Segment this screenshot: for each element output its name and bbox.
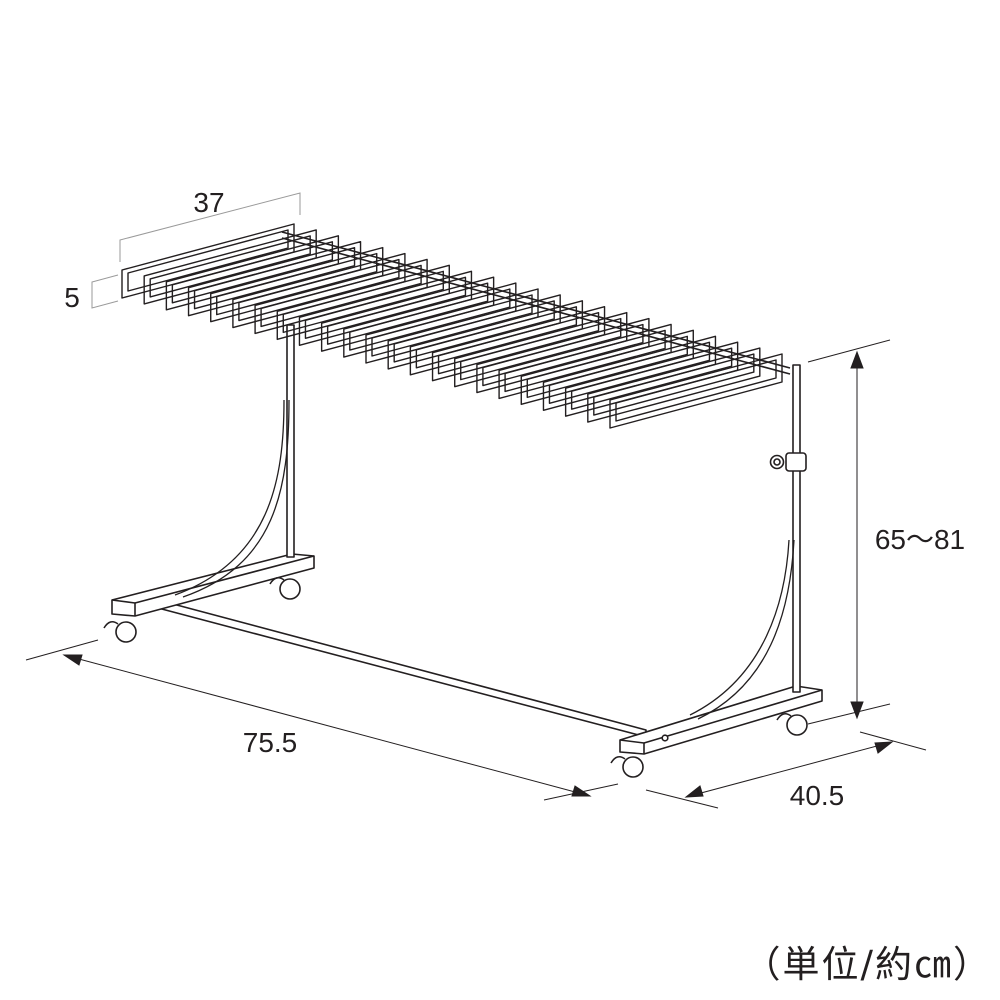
dim-hanger-depth: 5 [64, 282, 80, 313]
dim-depth: 40.5 [790, 780, 845, 811]
dim-height: 65～81 [875, 524, 965, 555]
top-rails [281, 231, 791, 375]
dimension-lines [25, 192, 927, 809]
caster-right-front [622, 756, 644, 778]
dim-hanger-width: 37 [193, 187, 224, 218]
hanger-wire [609, 353, 783, 429]
caster-left-back [279, 578, 301, 600]
hanger-wire [587, 347, 761, 423]
rack-frame [103, 324, 823, 778]
hanger-wires [121, 223, 783, 429]
dim-length: 75.5 [243, 727, 298, 758]
unit-note: （単位/約㎝） [743, 943, 992, 986]
caster-right-back [786, 714, 808, 736]
caster-left-front [115, 621, 137, 643]
